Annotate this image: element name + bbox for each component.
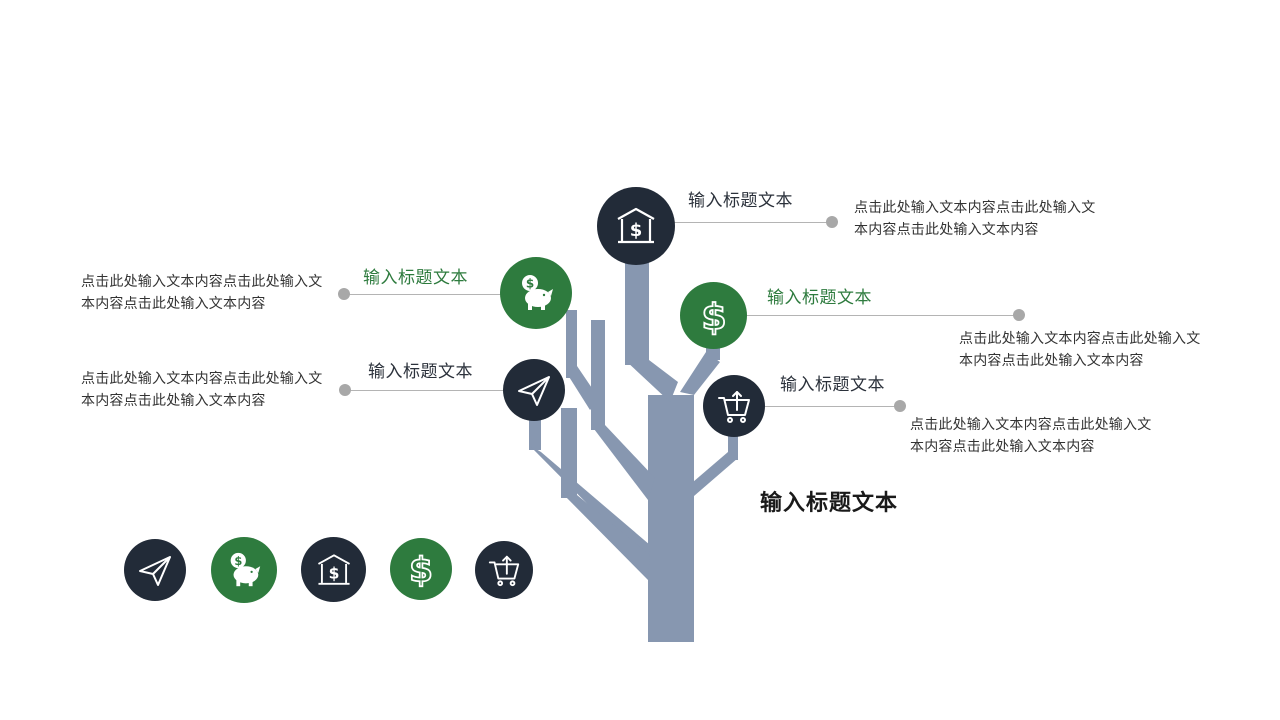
bank-icon: $ [317,553,350,585]
connector-line-2 [345,294,503,295]
dollar-icon: $ [408,550,434,588]
connector-line-4 [346,390,506,391]
dollar-icon: $ [700,296,727,336]
svg-text:$: $ [526,277,534,291]
connector-dot-3 [1013,309,1025,321]
bank-icon: $ [617,207,655,244]
connector-dot-4 [339,384,351,396]
connector-dot-1 [826,216,838,228]
tree-shape [529,250,738,642]
paper-plane-icon [139,556,171,586]
connector-line-1 [668,222,832,223]
svg-text:$: $ [630,220,643,241]
item-text-4: 点击此处输入文本内容点击此处输入文本内容点击此处输入文本内容 [81,371,323,409]
item-text-3: 点击此处输入文本内容点击此处输入文本内容点击此处输入文本内容 [959,331,1201,369]
svg-text:$: $ [234,554,242,568]
node-piggy-bank: $ [500,257,572,329]
piggy-bank-icon: $ [230,552,261,587]
icon-row-dollar: $ [390,538,452,600]
node-bank: $ [597,187,675,265]
item-title-4: 输入标题文本 [368,362,473,382]
item-title-2: 输入标题文本 [363,268,468,288]
svg-text:$: $ [409,550,433,588]
paper-plane-icon [518,376,550,406]
connector-line-5 [762,406,900,407]
icon-row-piggy-bank: $ [211,537,277,603]
item-text-1: 点击此处输入文本内容点击此处输入文本内容点击此处输入文本内容 [854,200,1096,238]
cart-icon [718,391,750,423]
svg-text:$: $ [701,297,726,336]
connector-dot-5 [894,400,906,412]
item-text-2: 点击此处输入文本内容点击此处输入文本内容点击此处输入文本内容 [81,274,323,312]
connector-dot-2 [338,288,350,300]
item-title-1: 输入标题文本 [688,191,793,211]
item-title-3: 输入标题文本 [767,288,872,308]
piggy-bank-icon: $ [522,275,553,310]
connector-line-3 [744,315,1020,316]
icon-row-bank: $ [301,537,366,602]
cart-icon [488,555,520,587]
item-text-5: 点击此处输入文本内容点击此处输入文本内容点击此处输入文本内容 [910,417,1152,455]
icon-row-cart [475,541,533,599]
item-title-5: 输入标题文本 [780,375,885,395]
svg-text:$: $ [328,564,339,582]
node-cart [703,375,765,437]
node-dollar: $ [680,282,747,349]
node-paper-plane [503,359,565,421]
icon-row-paper-plane [124,539,186,601]
main-title: 输入标题文本 [760,491,899,516]
